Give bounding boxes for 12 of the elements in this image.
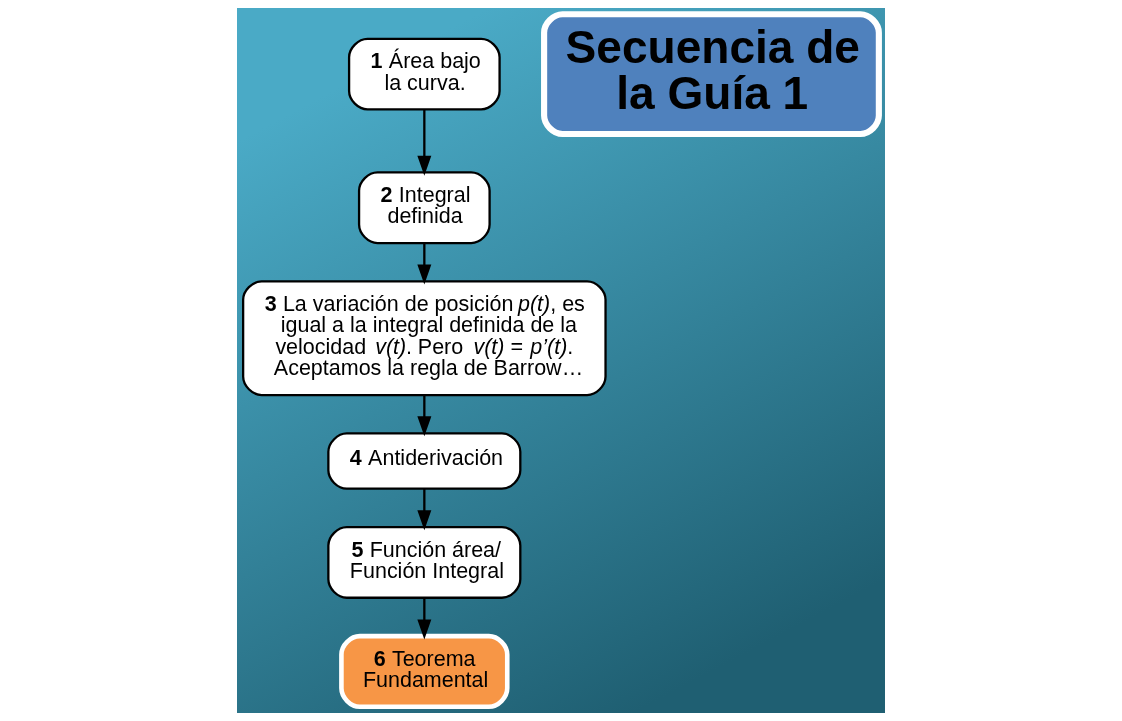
arrow bbox=[417, 109, 432, 176]
node-box: 5 Función área/ Función Integral bbox=[327, 525, 522, 599]
node-box: 3 La variación de posición p(t), es igual a la integral definida de la velocidad v(t). Pero v(t) = p’(t). Aceptamos la regla de Barrow… bbox=[242, 280, 607, 397]
node-box: 6 Teorema Fundamental bbox=[339, 633, 510, 710]
node-box: 4 Antiderivación bbox=[327, 432, 522, 490]
node-box: 1 Área bajo la curva. bbox=[347, 37, 501, 111]
arrow bbox=[417, 598, 432, 640]
arrow bbox=[417, 488, 432, 531]
arrow bbox=[417, 243, 432, 285]
arrow bbox=[417, 395, 432, 437]
node-box: 2 Integral definida bbox=[357, 171, 491, 245]
node-box: Secuencia de la Guía 1 bbox=[541, 11, 882, 138]
